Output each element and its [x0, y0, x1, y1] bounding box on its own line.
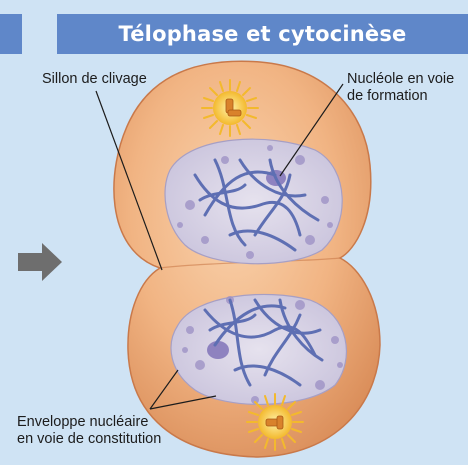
label-enveloppe: Enveloppe nucléaire en voie de constitut… [17, 414, 161, 448]
label-nucleole-line2: de formation [347, 88, 428, 104]
leader-line-sillon [95, 90, 163, 271]
label-enveloppe-line2: en voie de constitution [17, 431, 162, 447]
chromosomes-upper [193, 158, 320, 252]
label-enveloppe-line1: Enveloppe nucléaire [17, 414, 149, 430]
centrosome-upper [201, 79, 259, 137]
chromosomes-lower [203, 298, 324, 387]
leader-line-nucleole [279, 83, 344, 177]
nucleolus-lower [207, 341, 229, 359]
label-sillon-text: Sillon de clivage [42, 71, 147, 87]
diagram-title: Télophase et cytocinèse [118, 22, 407, 46]
label-nucleole: Nucléole en voie de formation [347, 71, 454, 105]
centrosome-lower [246, 393, 304, 451]
nucleus-lower [170, 293, 348, 406]
label-nucleole-line1: Nucléole en voie [347, 71, 455, 87]
arrow-right-icon [18, 243, 62, 281]
leader-line-enveloppe-1 [149, 369, 179, 410]
label-sillon-de-clivage: Sillon de clivage [42, 71, 147, 88]
nucleus-upper [164, 138, 343, 265]
title-bar: Télophase et cytocinèse [57, 14, 468, 54]
header-strip-left [0, 14, 22, 54]
leader-line-enveloppe-2 [149, 395, 217, 410]
